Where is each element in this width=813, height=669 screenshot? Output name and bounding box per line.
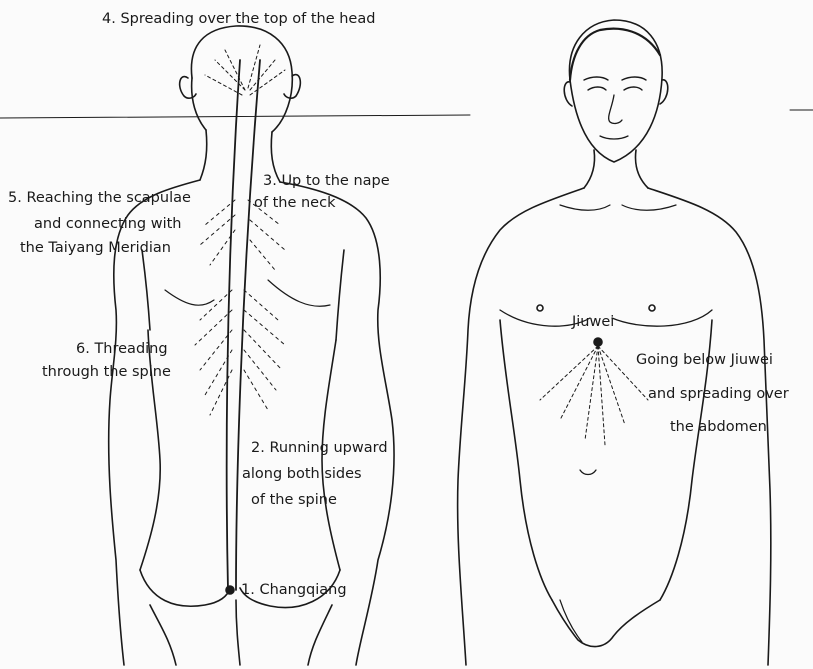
back-leg-gap — [236, 600, 240, 665]
scan-line — [0, 115, 470, 118]
front-neck-left — [584, 150, 595, 188]
label-scapulae-line3: the Taiyang Meridian — [20, 239, 171, 257]
label-spine-line2: through the spine — [42, 363, 171, 381]
abdomen-branches — [540, 346, 648, 445]
front-clavicle-left — [560, 205, 610, 210]
back-leg-left — [150, 605, 176, 665]
front-nipple-left — [537, 305, 543, 311]
front-nipple-right — [649, 305, 655, 311]
changqiang-point — [226, 586, 234, 594]
back-scapula-left — [165, 290, 214, 305]
label-below-line1: Going below Jiuwei — [636, 351, 773, 369]
jiuwei-point — [594, 338, 602, 346]
front-left-arm — [458, 188, 584, 665]
front-brow-right — [622, 77, 646, 80]
head-branches — [205, 45, 285, 95]
front-navel — [580, 470, 596, 475]
front-pec-right — [612, 310, 712, 326]
label-scapulae-line1: 5. Reaching the scapulae — [8, 189, 191, 207]
front-neck-right — [636, 150, 649, 188]
back-head-left — [192, 78, 206, 130]
back-leg-right — [308, 605, 332, 665]
back-left-armpit — [142, 250, 150, 330]
front-hair — [570, 29, 660, 80]
front-eye-right — [624, 87, 642, 90]
front-figure — [458, 20, 771, 665]
label-top-of-head: 4. Spreading over the top of the head — [102, 10, 375, 28]
front-brow-left — [584, 77, 608, 80]
front-nose — [609, 95, 622, 123]
label-spine-line1: 6. Threading — [76, 340, 168, 358]
label-nape-line2: of the neck — [254, 194, 335, 212]
front-groin — [552, 600, 660, 647]
label-below-line2: and spreading over — [648, 385, 789, 403]
meridian-line-left — [227, 60, 240, 590]
back-right-armpit — [336, 250, 344, 340]
front-torso-left — [500, 320, 552, 600]
meridian-line-right — [236, 60, 260, 590]
label-upward-line3: of the spine — [251, 491, 337, 509]
label-jiuwei: Jiuwei — [572, 313, 614, 331]
label-upward-line2: along both sides — [242, 465, 362, 483]
back-neck-left — [200, 130, 207, 180]
front-genital — [560, 600, 582, 642]
back-ear-left — [180, 77, 196, 99]
label-below-line3: the abdomen — [670, 418, 767, 436]
back-buttock-left — [140, 570, 230, 606]
front-eye-left — [588, 87, 606, 90]
label-changqiang: 1. Changqiang — [241, 581, 347, 599]
label-upward-line1: 2. Running upward — [251, 439, 388, 457]
back-scapula-right — [268, 280, 330, 306]
front-mouth — [600, 136, 628, 139]
front-clavicle-right — [622, 205, 676, 210]
label-nape-line1: 3. Up to the nape — [263, 172, 390, 190]
label-scapulae-line2: and connecting with — [34, 215, 182, 233]
